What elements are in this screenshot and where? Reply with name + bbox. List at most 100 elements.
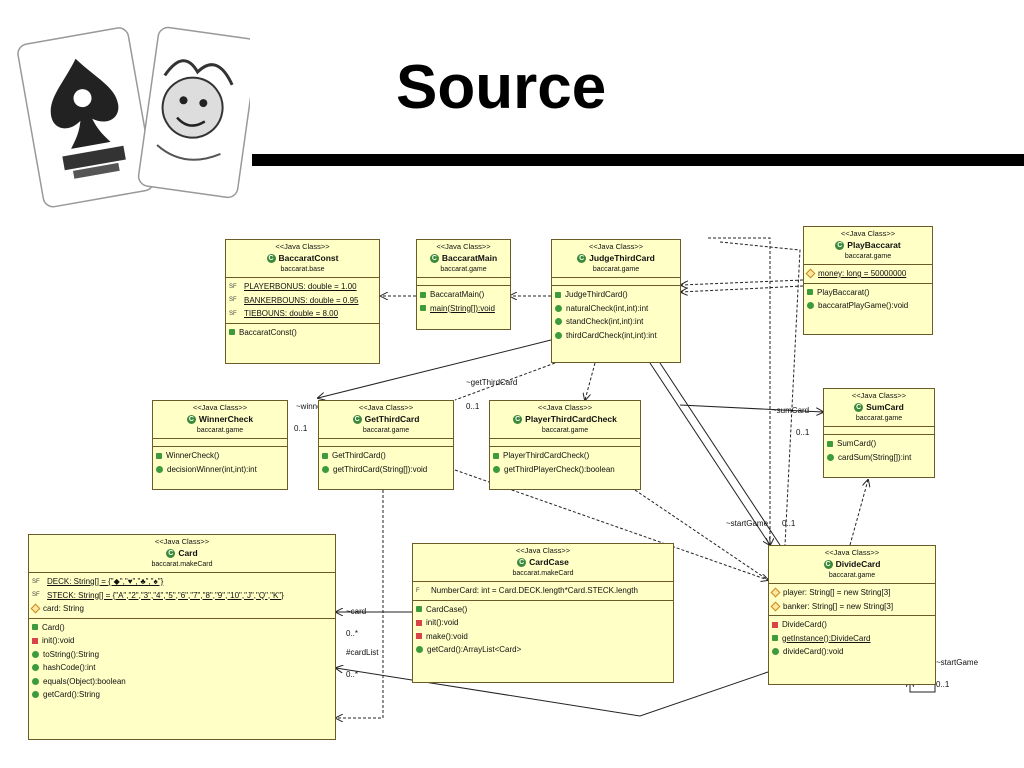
method-row: standCheck(int,int):int [555,315,677,329]
package-name: baccarat.makeCard [512,570,574,577]
stereotype: <<Java Class>> [358,403,414,412]
class-name: DivideCard [835,559,881,569]
dep-play-divide-2 [719,241,801,546]
method-row: thirdCardCheck(int,int):int [555,329,677,343]
private-constructor-icon [772,621,778,628]
field-icon [30,603,41,614]
dep-judge-getthird [454,362,556,401]
stereotype: <<Java Class>> [840,229,896,238]
public-method-icon [555,331,562,339]
playing-cards-illustration [17,26,250,208]
package-name: baccarat.game [592,266,640,273]
package-name: baccarat.game [541,427,589,434]
public-method-icon [32,664,39,672]
assoc-judge-winner [318,339,552,398]
method-row: init():void [416,616,670,630]
constructor-icon [420,291,426,298]
class-name: Card [178,548,198,558]
public-method-icon [156,465,163,473]
package-name: baccarat.game [440,266,487,273]
class-icon: C [823,560,833,570]
class-icon: C [577,254,587,264]
startgame-self-role-label: ~startGame [936,658,979,667]
stereotype: <<Java Class>> [824,548,880,557]
dep-judge-player [585,362,596,400]
constructor-icon [32,624,38,631]
stereotype: <<Java Class>> [515,546,571,555]
class-icon: C [266,254,276,264]
private-method-icon [416,633,422,640]
stereotype: <<Java Class>> [192,403,248,412]
public-method-icon [827,453,834,461]
sumcard-role-label: ~sumCard [772,406,810,415]
class-name: JudgeThirdCard [589,253,655,263]
final-field-icon: F [416,587,420,594]
method-row: decisionWinner(int,int):int [156,463,284,477]
private-method-icon [32,637,38,644]
stereotype: <<Java Class>> [275,242,330,251]
stereotype: <<Java Class>> [154,537,210,546]
static-final-icon: SF [32,592,40,599]
method-row: baccaratPlayGame():void [807,299,929,313]
cardlist-role-label: #cardList [346,648,379,657]
public-method-icon [32,650,39,658]
static-final-icon: SF [229,297,237,304]
method-row: WinnerCheck() [156,449,284,463]
class-name: WinnerCheck [198,414,254,424]
assoc-divide-cardcase [336,668,769,717]
method-row: PlayerThirdCardCheck() [493,449,637,463]
class-name: BaccaratConst [278,253,339,263]
class-icon: C [517,558,527,568]
method-row: BaccaratConst() [229,326,376,340]
public-method-icon [555,304,562,312]
class-name: BaccaratMain [441,253,498,263]
assoc-judge-divide-2 [659,362,781,546]
card-role-label: ~card [346,607,367,616]
method-row: init():void [32,634,332,648]
class-icon: C [429,254,439,264]
startgame-mult-label: 0..1 [782,519,796,528]
constructor-icon [416,606,422,613]
constructor-icon [156,452,162,459]
dep-player-divide [634,489,769,581]
method-row: SumCard() [827,437,931,451]
method-row: BaccaratMain() [420,288,507,302]
method-row: divideCard():void [772,645,932,659]
constructor-icon [493,452,499,459]
field-icon [805,268,816,279]
method-row: CardCase() [416,603,670,617]
method-row: getCard():ArrayList<Card> [416,643,670,657]
method-row: main(String[]):void [420,302,507,316]
class-name: CardCase [529,557,569,567]
field-icon [770,601,781,612]
card-mult-label: 0..* [346,629,359,638]
method-row: PlayBaccarat() [807,286,929,300]
static-final-icon: SF [229,310,237,317]
field-row: money: long = 50000000 [805,267,929,281]
method-row: getInstance():DivideCard [772,632,932,646]
method-row: cardSum(String[]):int [827,451,931,465]
method-row: hashCode():int [32,661,332,675]
package-name: baccarat.makeCard [151,561,213,568]
stereotype: <<Java Class>> [537,403,593,412]
field-icon [770,587,781,598]
package-name: baccarat.game [362,427,410,434]
public-method-icon [322,465,329,473]
stereotype: <<Java Class>> [436,242,491,251]
